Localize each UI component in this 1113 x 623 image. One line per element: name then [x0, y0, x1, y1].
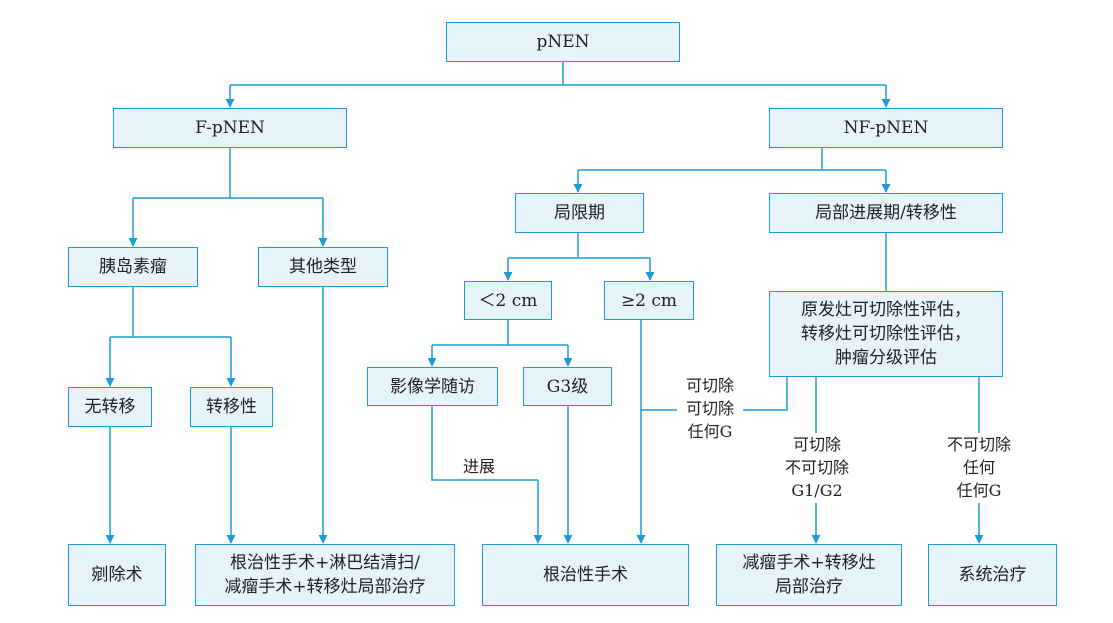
node-ge2cm: ≥2 cm — [604, 281, 694, 320]
node-localized: 局限期 — [515, 193, 644, 233]
node-no-metastasis: 无转移 — [68, 387, 152, 427]
node-g3: G3级 — [523, 367, 612, 406]
node-radical: 根治性手术 — [482, 544, 689, 606]
node-other-types: 其他类型 — [258, 247, 388, 287]
node-lt2cm: ＜2 cm — [464, 281, 552, 320]
node-f-pnen: F-pNEN — [113, 108, 347, 148]
node-metastatic: 转移性 — [190, 387, 273, 427]
edge-label-unresectable-any: 不可切除 任何 任何G — [946, 435, 1011, 500]
label-mask-resectable-any — [677, 374, 743, 444]
node-nf-pnen: NF-pNEN — [769, 108, 1003, 148]
label-mask-resectable-unresectable — [776, 433, 858, 503]
edge-label-resectable-any: 可切除 可切除 任何G — [685, 376, 734, 441]
label-mask-unresectable-any — [938, 433, 1020, 503]
node-pnen: pNEN — [446, 22, 680, 62]
node-assessment: 原发灶可切除性评估， 转移灶可切除性评估， 肿瘤分级评估 — [769, 291, 1003, 377]
connector-imaging-followup-progression — [431, 406, 538, 481]
node-debulking: 减瘤手术+转移灶 局部治疗 — [716, 544, 902, 606]
node-radical-lymph: 根治性手术+淋巴结清扫/ 减瘤手术+转移灶局部治疗 — [195, 544, 455, 606]
node-imaging-followup: 影像学随访 — [367, 367, 498, 406]
node-insulinoma: 胰岛素瘤 — [68, 247, 198, 287]
edge-label-progression: 进展 — [462, 457, 495, 476]
node-systemic: 系统治疗 — [928, 544, 1057, 606]
node-enucleation: 剜除术 — [68, 544, 166, 606]
edge-label-resectable-unresectable: 可切除 不可切除 G1/G2 — [784, 435, 849, 500]
node-advanced: 局部进展期/转移性 — [769, 193, 1003, 233]
